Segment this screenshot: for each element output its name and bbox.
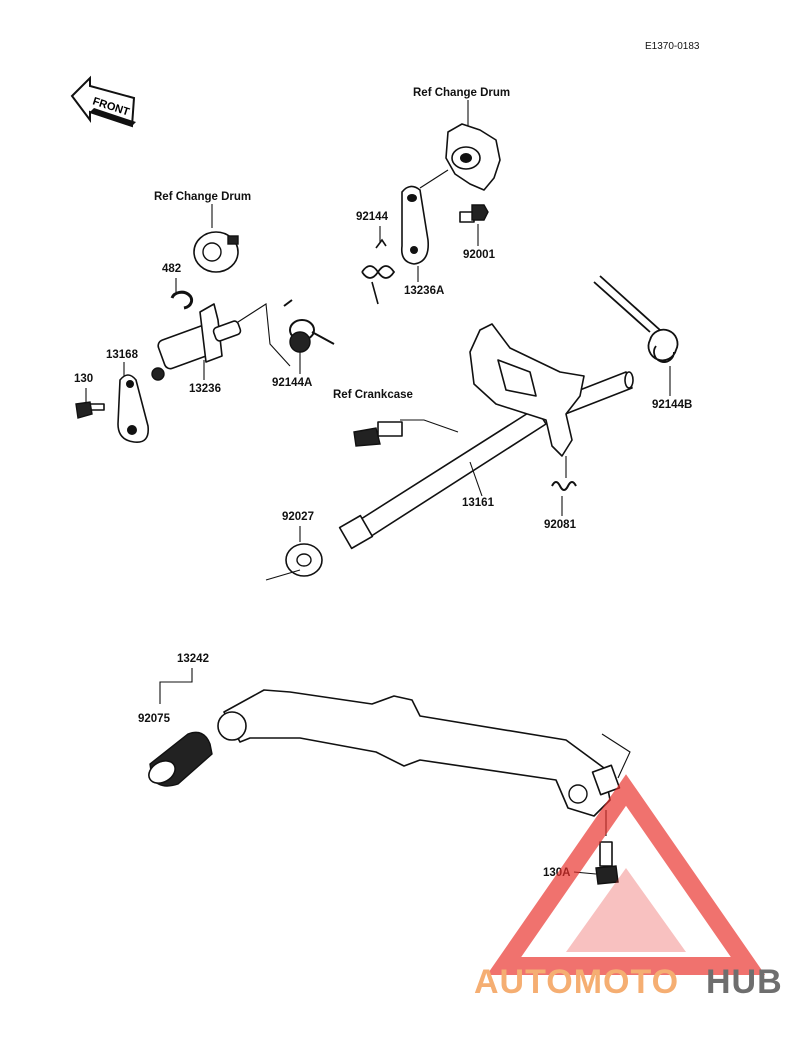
- part-92144A-label: 92144A: [272, 377, 312, 389]
- pedal-rubber-92075: [148, 731, 213, 787]
- leader-line: [601, 733, 631, 779]
- ref-change-drum-top: Ref Change Drum: [413, 87, 510, 99]
- part-13236-label: 13236: [189, 383, 221, 395]
- lever-13168: [117, 374, 150, 443]
- spring-92144B: [593, 275, 679, 363]
- part-92081-label: 92081: [544, 519, 577, 531]
- part-92027-label: 92027: [282, 511, 314, 523]
- watermark-logo: AUTOMOTO HUB: [474, 774, 783, 1001]
- shift-pedal-13242: [217, 689, 621, 817]
- shift-arm-13236A: [400, 185, 430, 265]
- leader-line: [400, 419, 459, 433]
- crankcase-stud: [353, 421, 403, 447]
- part-92144B-label: 92144B: [652, 399, 692, 411]
- watermark-part1: AUTOMOTO: [474, 963, 679, 1001]
- part-482-label: 482: [162, 263, 181, 275]
- part-130-label: 130: [74, 373, 93, 385]
- spring-92081: [551, 481, 577, 491]
- spring-92144: [361, 238, 396, 305]
- shift-mechanism-arm-13236: [151, 303, 242, 381]
- part-13242-label: 13242: [177, 653, 209, 665]
- leader-line: [469, 461, 483, 497]
- part-13161-label: 13161: [462, 497, 495, 509]
- part-92001-label: 92001: [463, 249, 496, 261]
- shaft-splines: [338, 514, 374, 550]
- leader-line: [237, 303, 291, 367]
- change-drum-end-left: [193, 231, 239, 273]
- washer-92027: [285, 543, 323, 577]
- spring-92144A: [283, 299, 335, 353]
- bolt-130A: [595, 841, 619, 885]
- bolt-130: [75, 401, 105, 419]
- diagram-code: E1370-0183: [645, 41, 700, 52]
- leader-line: [159, 668, 193, 704]
- part-92075-label: 92075: [138, 713, 171, 725]
- leader-line: [265, 569, 301, 581]
- part-13168-label: 13168: [106, 349, 139, 361]
- circlip-482: [170, 290, 194, 310]
- ref-change-drum-left: Ref Change Drum: [154, 191, 251, 203]
- bolt-92001: [459, 204, 489, 223]
- part-92144-label: 92144: [356, 211, 389, 223]
- leader-line: [419, 169, 449, 189]
- front-arrow-icon: FRONT: [70, 75, 136, 128]
- part-13236A-label: 13236A: [404, 285, 444, 297]
- shift-plate: [469, 323, 585, 457]
- ref-crankcase: Ref Crankcase: [333, 389, 413, 401]
- watermark-part2: HUB: [706, 963, 783, 1001]
- change-drum-pin-plate-top: [445, 123, 501, 191]
